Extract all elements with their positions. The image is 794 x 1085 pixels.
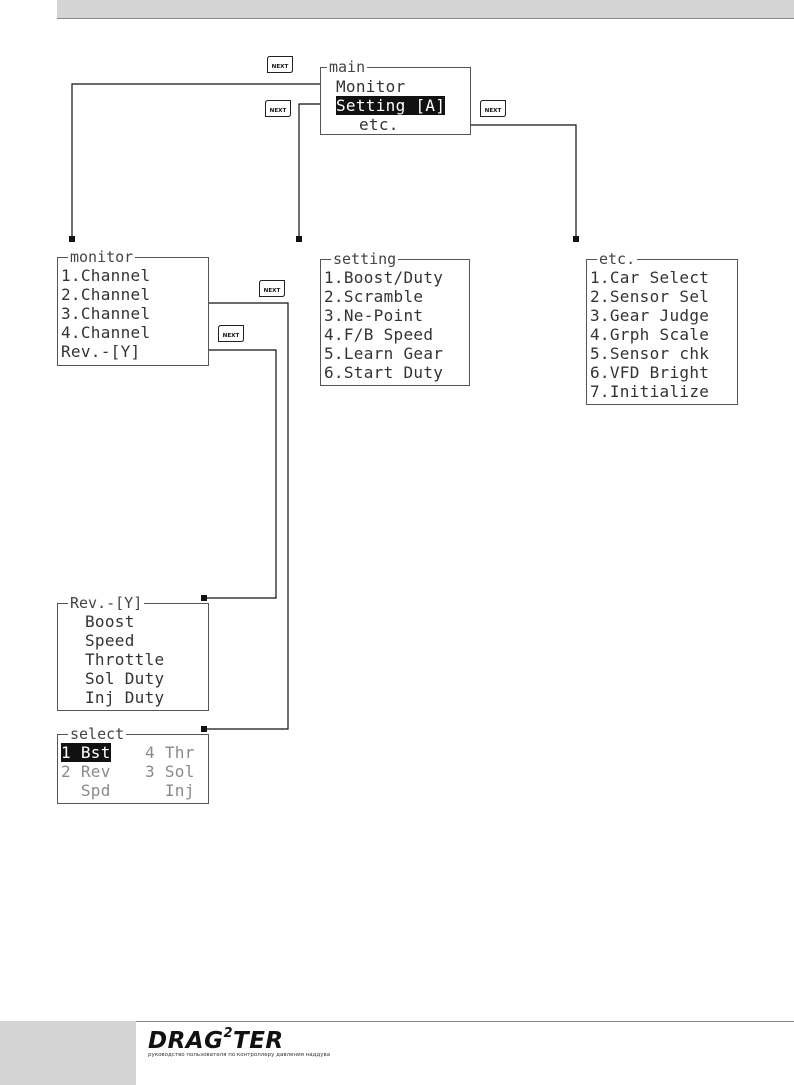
brand-logo: DRAG2TER руководство пользователя по кон… bbox=[148, 1026, 331, 1058]
lcd-main: main Monitor Setting [A] etc. bbox=[320, 58, 471, 135]
next-key-icon: NEXT bbox=[480, 100, 506, 117]
next-key-rev[interactable]: NEXT bbox=[217, 324, 245, 343]
lcd-monitor-title: monitor bbox=[68, 248, 136, 266]
setting-item-ne-point[interactable]: 3.Ne-Point bbox=[324, 306, 424, 325]
select-cell-bst[interactable]: 1 Bst bbox=[61, 743, 111, 762]
wire-channel-select bbox=[184, 302, 289, 730]
rev-item-inj-duty[interactable]: Inj Duty bbox=[85, 688, 165, 707]
main-item-setting-label: Setting [A] bbox=[336, 96, 446, 115]
lcd-rev-title: Rev.-[Y] bbox=[68, 594, 145, 612]
etc-item-car-select[interactable]: 1.Car Select bbox=[590, 268, 710, 287]
lcd-monitor: monitor 1.Channel 2.Channel 3.Channel 4.… bbox=[57, 248, 209, 366]
monitor-item-channel-4[interactable]: 4.Channel bbox=[61, 323, 151, 342]
next-key-label: NEXT bbox=[272, 64, 289, 70]
node-setting bbox=[296, 236, 302, 242]
rev-item-throttle[interactable]: Throttle bbox=[85, 650, 165, 669]
next-key-monitor[interactable]: NEXT bbox=[266, 55, 294, 74]
rev-item-speed[interactable]: Speed bbox=[85, 631, 135, 650]
etc-item-sensor-sel[interactable]: 2.Sensor Sel bbox=[590, 287, 710, 306]
select-cell-rev[interactable]: 2 Rev bbox=[61, 762, 111, 781]
brand-part-2: TER bbox=[233, 1028, 284, 1054]
lcd-select-title: select bbox=[68, 725, 127, 743]
setting-item-start-duty[interactable]: 6.Start Duty bbox=[324, 363, 444, 382]
next-key-channel[interactable]: NEXT bbox=[258, 279, 286, 298]
brand-part-1: DRAG bbox=[148, 1028, 224, 1054]
lcd-etc: etc. 1.Car Select 2.Sensor Sel 3.Gear Ju… bbox=[586, 250, 738, 405]
brand-wordmark: DRAG2TER bbox=[148, 1026, 330, 1054]
brand-superscript: 2 bbox=[223, 1026, 234, 1041]
monitor-item-rev[interactable]: Rev.-[Y] bbox=[61, 342, 141, 361]
rev-item-sol-duty[interactable]: Sol Duty bbox=[85, 669, 165, 688]
next-key-etc[interactable]: NEXT bbox=[479, 99, 507, 118]
monitor-item-channel-3[interactable]: 3.Channel bbox=[61, 304, 151, 323]
monitor-item-channel-2[interactable]: 2.Channel bbox=[61, 285, 151, 304]
next-key-icon: NEXT bbox=[265, 100, 291, 117]
node-monitor bbox=[69, 236, 75, 242]
rev-item-boost[interactable]: Boost bbox=[85, 612, 135, 631]
lcd-main-title: main bbox=[327, 58, 368, 76]
setting-item-fb-speed[interactable]: 4.F/B Speed bbox=[324, 325, 434, 344]
next-key-icon: NEXT bbox=[218, 325, 244, 342]
wire-setting bbox=[298, 103, 326, 239]
setting-item-scramble[interactable]: 2.Scramble bbox=[324, 287, 424, 306]
footer-gray-block bbox=[0, 1021, 136, 1085]
etc-item-gear-judge[interactable]: 3.Gear Judge bbox=[590, 306, 710, 325]
next-key-label: NEXT bbox=[264, 288, 281, 294]
setting-item-learn-gear[interactable]: 5.Learn Gear bbox=[324, 344, 444, 363]
next-key-icon: NEXT bbox=[267, 56, 293, 73]
lcd-select: select 1 Bst 4 Thr 2 Rev 3 Sol Spd Inj bbox=[57, 725, 209, 804]
select-cell-bst-label: 1 Bst bbox=[61, 743, 111, 762]
main-item-etc[interactable]: etc. bbox=[359, 115, 399, 134]
select-cell-inj[interactable]: Inj bbox=[145, 781, 195, 800]
main-item-monitor[interactable]: Monitor bbox=[336, 77, 406, 96]
next-key-label: NEXT bbox=[270, 108, 287, 114]
node-rev bbox=[201, 595, 207, 601]
lcd-rev: Rev.-[Y] Boost Speed Throttle Sol Duty I… bbox=[57, 594, 209, 711]
select-cell-sol[interactable]: 3 Sol bbox=[145, 762, 195, 781]
lcd-setting-title: setting bbox=[331, 250, 399, 268]
etc-item-grph-scale[interactable]: 4.Grph Scale bbox=[590, 325, 710, 344]
main-item-setting[interactable]: Setting [A] bbox=[336, 96, 446, 115]
next-key-setting[interactable]: NEXT bbox=[264, 99, 292, 118]
footer-rule bbox=[57, 1021, 794, 1022]
select-cell-thr[interactable]: 4 Thr bbox=[145, 743, 195, 762]
select-cell-spd[interactable]: Spd bbox=[61, 781, 111, 800]
lcd-setting: setting 1.Boost/Duty 2.Scramble 3.Ne-Poi… bbox=[320, 250, 470, 386]
wire-monitor bbox=[71, 83, 326, 239]
node-etc bbox=[573, 236, 579, 242]
monitor-item-channel-1[interactable]: 1.Channel bbox=[61, 266, 151, 285]
etc-item-vfd-bright[interactable]: 6.VFD Bright bbox=[590, 363, 710, 382]
setting-item-boost-duty[interactable]: 1.Boost/Duty bbox=[324, 268, 444, 287]
header-bar bbox=[57, 0, 794, 18]
node-select bbox=[201, 726, 207, 732]
etc-item-sensor-chk[interactable]: 5.Sensor chk bbox=[590, 344, 710, 363]
next-key-icon: NEXT bbox=[259, 280, 285, 297]
next-key-label: NEXT bbox=[223, 333, 240, 339]
header-rule bbox=[57, 18, 794, 19]
etc-item-initialize[interactable]: 7.Initialize bbox=[590, 382, 710, 401]
wire-rev bbox=[173, 349, 277, 599]
wire-etc bbox=[408, 124, 577, 239]
brand-tagline: руководство пользователя по контроллеру … bbox=[148, 1052, 331, 1058]
next-key-label: NEXT bbox=[485, 108, 502, 114]
lcd-etc-title: etc. bbox=[597, 250, 638, 268]
